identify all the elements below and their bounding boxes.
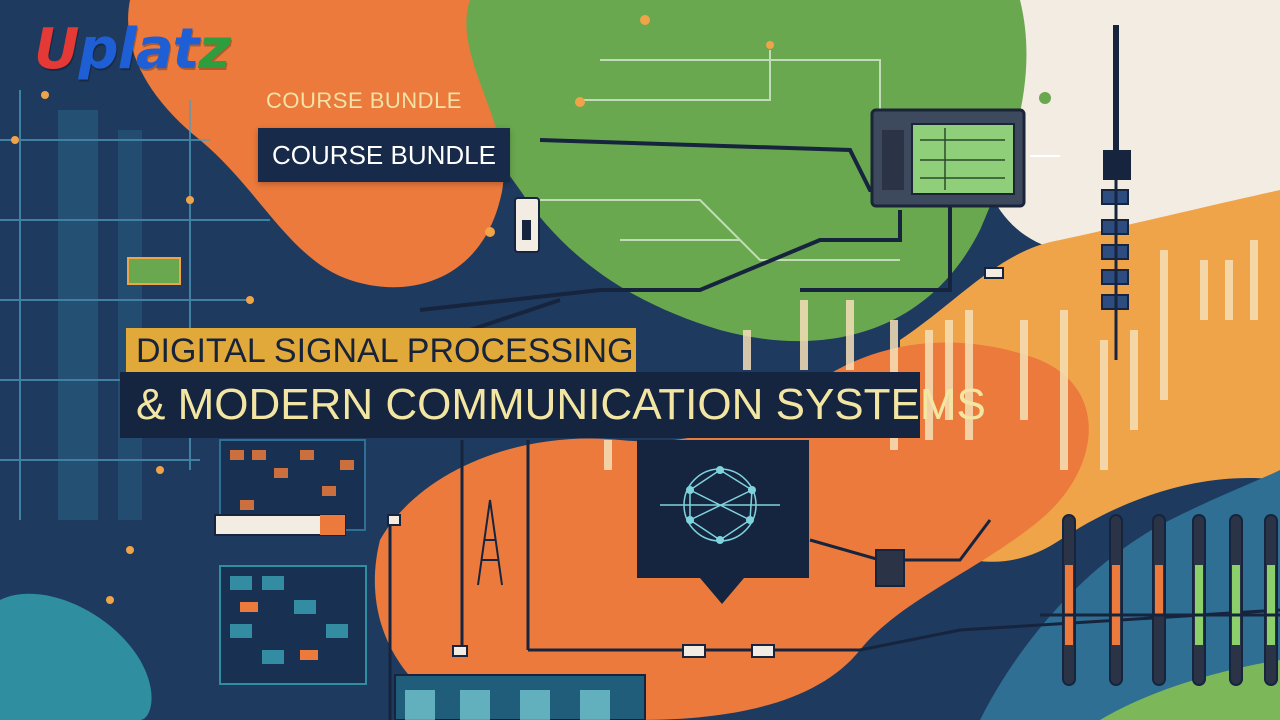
uplatz-logo: Uplatz (34, 22, 231, 78)
course-bundle-label: COURSE BUNDLE (266, 88, 462, 113)
logo-letter-u: U (34, 17, 79, 82)
course-bundle-badge: COURSE BUNDLE (258, 128, 510, 182)
title-line-1: DIGITAL SIGNAL PROCESSING (126, 328, 636, 374)
logo-letters-plat: plat (78, 17, 199, 82)
title-line-2: & MODERN COMMUNICATION SYSTEMS (120, 372, 986, 438)
logo-letter-z: z (198, 17, 231, 82)
